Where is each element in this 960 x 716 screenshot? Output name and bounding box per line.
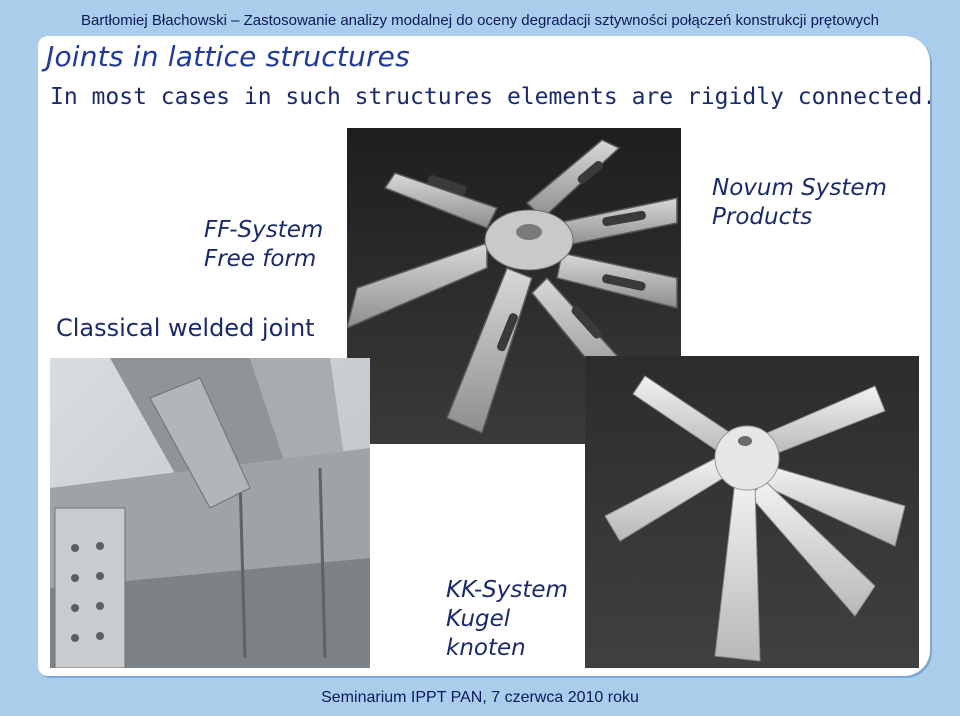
- novum-system-label: Novum System Products: [712, 174, 887, 232]
- novum-system-label-line1: Novum System: [712, 175, 887, 201]
- ff-system-label-line2: Free form: [204, 246, 317, 272]
- header-text: Bartłomiej Błachowski – Zastosowanie ana…: [81, 12, 879, 29]
- kk-system-label: KK-System Kugel knoten: [446, 576, 568, 663]
- novum-system-label-line2: Products: [712, 204, 813, 230]
- ff-system-label-line1: FF-System: [204, 217, 324, 243]
- kk-system-label-line3: knoten: [446, 635, 526, 661]
- slide: Joints in lattice structures In most cas…: [38, 36, 930, 676]
- footer-text: Seminarium IPPT PAN, 7 czerwca 2010 roku: [321, 689, 639, 706]
- kk-system-joint-image: [585, 356, 919, 668]
- kk-system-label-line1: KK-System: [446, 577, 568, 603]
- kk-system-label-line2: Kugel: [446, 606, 511, 632]
- classical-welded-joint-label: Classical welded joint: [56, 314, 315, 342]
- ff-system-label: FF-System Free form: [204, 216, 323, 274]
- classical-welded-joint-image: [50, 358, 370, 668]
- slide-title: Joints in lattice structures: [46, 40, 410, 73]
- slide-subtitle: In most cases in such structures element…: [50, 84, 930, 110]
